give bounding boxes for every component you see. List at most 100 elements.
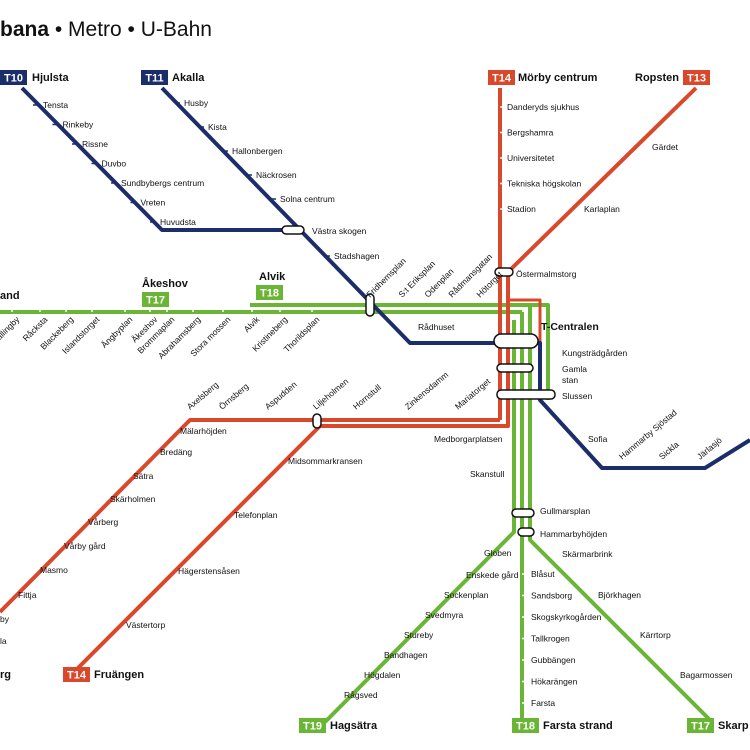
station-liljeholmen: Liljeholmen	[311, 376, 351, 411]
terminal-name-fruängen: Fruängen	[94, 669, 144, 681]
line-badge-t17	[687, 718, 714, 733]
station-ticks	[11, 102, 526, 704]
line-badge-label: T18	[260, 288, 279, 300]
line-badge-t19	[299, 718, 326, 733]
line-badge-label: T14	[492, 73, 512, 85]
station-sundbybergs-centrum: Sundbybergs centrum	[121, 178, 204, 188]
station-sätra: Sätra	[133, 471, 154, 481]
transfer-liljeholmen	[312, 413, 322, 429]
station-tensta: Tensta	[43, 100, 68, 110]
station-sofia: Sofia	[588, 434, 608, 444]
terminal-fragment-rg: rg	[0, 669, 11, 681]
station-blåsut: Blåsut	[531, 569, 555, 579]
station-ängbyplan: Ängbyplan	[99, 314, 135, 350]
station-skogskyrkogården: Skogskyrkogården	[531, 612, 602, 622]
station-telefonplan: Telefonplan	[234, 510, 278, 520]
station-slussen: Slussen	[562, 391, 593, 401]
terminal-name-hagsätra: Hagsätra	[330, 720, 378, 732]
station-bandhagen: Bandhagen	[384, 650, 428, 660]
station-fittja: Fittja	[18, 590, 37, 600]
station-hägerstensåsen: Hägerstensåsen	[178, 566, 240, 576]
terminal-name-skarp: Skarp	[718, 720, 749, 732]
transfer-gamla-stan	[496, 363, 534, 373]
station-midsommarkransen: Midsommarkransen	[288, 456, 363, 466]
station-bergshamra: Bergshamra	[507, 128, 554, 138]
station-vårberg: Vårberg	[88, 517, 119, 527]
station-hammarbyhöjden: Hammarbyhöjden	[540, 529, 607, 539]
line-badge-label: T14	[67, 670, 87, 682]
station-gullmarsplan: Gullmarsplan	[540, 506, 590, 516]
station-farsta: Farsta	[531, 698, 555, 708]
transfer-ostermalmstorg	[494, 267, 514, 277]
station-rinkeby: Rinkeby	[63, 120, 94, 130]
station-gärdet: Gärdet	[652, 142, 679, 152]
green-line-east	[530, 303, 550, 400]
terminal-name-mörby-centrum: Mörby centrum	[518, 72, 598, 84]
station-fragment-la: la	[0, 636, 7, 646]
station-stureby: Stureby	[404, 630, 434, 640]
station-mälarhöjden: Mälarhöjden	[180, 426, 227, 436]
station-karlaplan: Karlaplan	[584, 204, 620, 214]
line-badge-t18	[512, 718, 539, 733]
transfer-tcentralen	[493, 333, 539, 349]
station-svedmyra: Svedmyra	[425, 610, 464, 620]
map-title-subtitle: • Metro • U-Bahn	[49, 18, 212, 41]
station-husby: Husby	[184, 98, 209, 108]
station-östermalmstorg: Östermalmstorg	[516, 269, 577, 279]
station-solna-centrum: Solna centrum	[280, 194, 335, 204]
transfer-gullmarsplan	[511, 508, 535, 518]
line-badge-label: T18	[516, 721, 535, 733]
red-line-south-east	[76, 420, 510, 670]
transfer-slussen	[496, 389, 556, 400]
station-skärmarbrink: Skärmarbrink	[562, 549, 613, 559]
station-gubbängen: Gubbängen	[531, 655, 576, 665]
terminal-name-åkeshov: Åkeshov	[142, 277, 189, 290]
station-stadion: Stadion	[507, 204, 536, 214]
red-line-south-west	[0, 418, 500, 614]
station-sandsborg: Sandsborg	[531, 591, 572, 601]
green-line-skarp	[528, 515, 714, 724]
line-badge-t11	[141, 70, 168, 85]
line-badge-label: T19	[303, 721, 322, 733]
station-aspudden: Aspudden	[263, 379, 299, 411]
red-line-ropsten	[506, 86, 698, 420]
line-badge-label: T11	[145, 73, 163, 85]
line-badge-t18	[256, 285, 283, 300]
station-kista: Kista	[208, 122, 227, 132]
station-t-centralen: T-Centralen	[541, 321, 599, 333]
station-kungsträdgården: Kungsträdgården	[562, 348, 627, 358]
station-bredäng: Bredäng	[160, 447, 192, 457]
station-näckrosen: Näckrosen	[256, 170, 297, 180]
station-västra-skogen: Västra skogen	[312, 226, 367, 236]
station-hökarängen: Hökarängen	[531, 677, 578, 687]
station-medborgarplatsen: Medborgarplatsen	[434, 434, 503, 444]
station-skärholmen: Skärholmen	[110, 494, 156, 504]
terminal-name-hjulsta: Hjulsta	[32, 72, 70, 84]
station-zinkensdamm: Zinkensdamm	[403, 370, 450, 412]
station-hornstull: Hornstull	[351, 382, 383, 411]
station-sickla: Sickla	[657, 439, 681, 461]
station-enskede-gård: Enskede gård	[466, 570, 519, 580]
terminal-name-farsta-strand: Farsta strand	[543, 720, 613, 732]
station-tallkrogen: Tallkrogen	[531, 634, 570, 644]
line-badge-t14	[488, 70, 515, 85]
blue-line-hjulsta	[20, 86, 292, 232]
station-danderyds-sjukhus: Danderyds sjukhus	[507, 102, 579, 112]
line-badge-t17	[142, 292, 169, 307]
station-björkhagen: Björkhagen	[598, 590, 641, 600]
terminal-fragment-and: and	[0, 290, 20, 302]
station-gamla-stan-line1: Gamla	[562, 364, 587, 374]
station-axelsberg: Axelsberg	[185, 379, 221, 411]
line-badge-t13	[683, 70, 710, 85]
station-vällingby: Vällingby	[0, 314, 22, 346]
station-tekniska-högskolan: Tekniska högskolan	[507, 179, 581, 189]
station-kärrtorp: Kärrtorp	[640, 630, 671, 640]
station-högdalen: Högdalen	[364, 670, 401, 680]
line-badge-label: T17	[146, 295, 165, 307]
line-badge-label: T17	[691, 721, 710, 733]
station-mariatorget: Mariatorget	[453, 376, 493, 412]
transfer-vastra-skogen	[281, 225, 305, 235]
station-västertorp: Västertorp	[126, 620, 165, 630]
terminal-name-ropsten: Ropsten	[635, 72, 679, 84]
